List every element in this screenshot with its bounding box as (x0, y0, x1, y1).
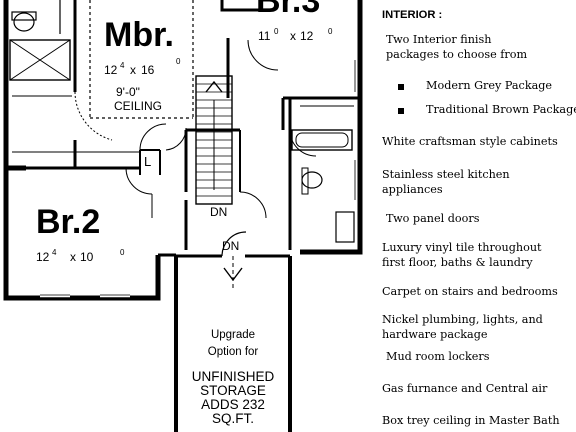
steel-line-2: appliances (382, 183, 443, 196)
storage-line-1: UNFINISHED (192, 369, 275, 384)
br3-size-l: 12 (300, 29, 314, 43)
vinyl-line-2: first floor, baths & laundry (382, 256, 533, 269)
lockers: Mud room lockers (386, 350, 490, 363)
gas: Gas furnance and Central air (382, 382, 548, 395)
br2-size-l: 10 (80, 250, 94, 264)
room-name-mbr: Mbr. (104, 16, 174, 54)
mbr-size-w: 12 (104, 63, 118, 77)
finish-line-1: Two Interior finish (386, 33, 492, 46)
package-2: Traditional Brown Package (426, 103, 576, 116)
upgrade-line-2: Option for (208, 346, 259, 358)
mbr-size-l: 16 (141, 63, 155, 77)
mbr-ceiling-1: 9'-0" (116, 85, 140, 99)
svg-text:x: x (130, 63, 136, 77)
svg-text:x: x (70, 250, 76, 264)
notes-title: INTERIOR : (382, 9, 443, 21)
vinyl-line-1: Luxury vinyl tile throughout (382, 241, 542, 254)
svg-text:x: x (290, 29, 296, 43)
storage-line-2: STORAGE (200, 383, 266, 398)
room-name-br2: Br.2 (36, 203, 100, 241)
mbr-size-l-in: 0 (176, 57, 181, 66)
doors: Two panel doors (386, 212, 480, 225)
mbr-size-w-in: 4 (120, 61, 125, 70)
bullet-icon (398, 108, 404, 114)
nickel-line-2: hardware package (382, 328, 488, 341)
linen-label: L (144, 154, 151, 169)
br3-size-w-in: 0 (274, 27, 279, 36)
storage-line-3: ADDS 232 (201, 397, 265, 412)
room-name-br3: Br.3 (256, 0, 320, 20)
br2-size-w: 12 (36, 250, 50, 264)
br2-size-l-in: 0 (120, 248, 125, 257)
bullet-icon (398, 84, 404, 90)
storage-line-4: SQ.FT. (212, 411, 254, 426)
cabinets: White craftsman style cabinets (382, 135, 558, 148)
ceiling: Box trey ceiling in Master Bath (382, 414, 560, 427)
br3-size-l-in: 0 (328, 27, 333, 36)
package-1: Modern Grey Package (426, 79, 553, 92)
nickel-line-1: Nickel plumbing, lights, and (382, 313, 543, 326)
steel-line-1: Stainless steel kitchen (382, 168, 510, 181)
finish-line-2: packages to choose from (386, 48, 528, 61)
carpet: Carpet on stairs and bedrooms (382, 285, 558, 298)
interior-features-list: INTERIOR : Two Interior finish packages … (382, 0, 576, 432)
br3-size-w: 11 (258, 29, 271, 43)
br2-size-w-in: 4 (52, 248, 57, 257)
stair-dn-label: DN (210, 205, 227, 219)
floor-plan: Mbr. 12 4 x 16 0 9'-0" CEILING Br.3 11 0… (3, 0, 363, 432)
upgrade-line-1: Upgrade (211, 329, 255, 341)
door-dn-label: DN (222, 239, 239, 253)
mbr-ceiling-2: CEILING (114, 99, 162, 113)
